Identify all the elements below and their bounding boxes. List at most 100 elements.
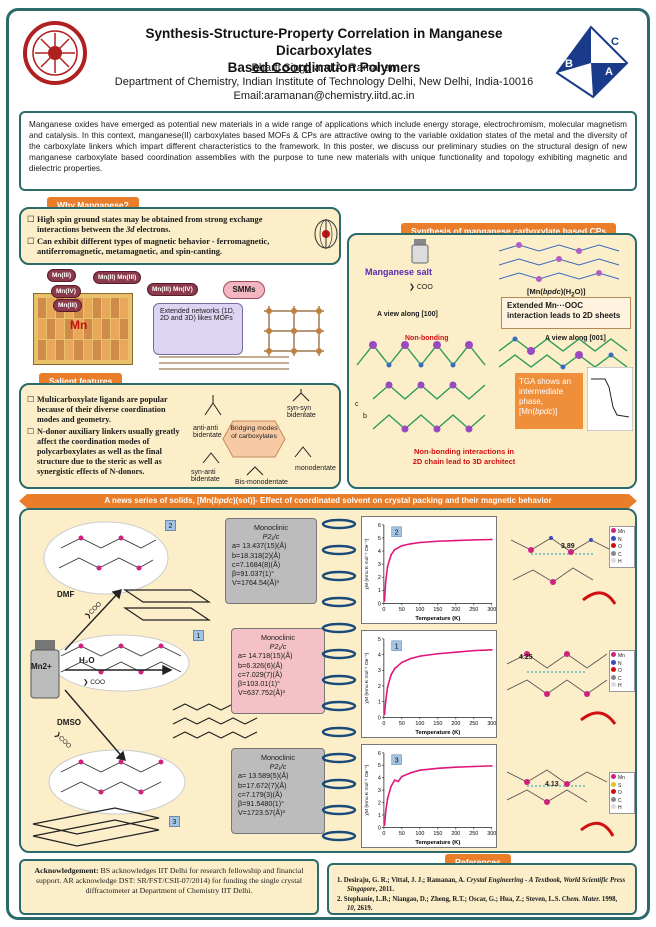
plot-badge-label: 3 [395,758,399,765]
data-point [390,674,392,676]
data-point [454,651,457,654]
layer-sketch-dmf [123,589,211,621]
reference-2: 2. Stephanie, L.B.; Niangao, D.; Zheng, … [337,896,618,912]
mn-vial-icon [30,640,60,699]
legend-entry-mn: Mn [611,774,633,782]
poster: Synthesis-Structure-Property Correlation… [6,8,650,920]
manganese-salt-label: Manganese salt [365,267,433,277]
mode-monodentate: monodentate [295,465,336,472]
non-bonding-label: Non-bonding [405,335,449,342]
data-point [400,661,403,664]
coordination-mode-sketches [202,389,312,476]
layer-sketch-dmso [32,807,160,847]
x-tick-label: 100 [415,721,424,727]
x-tick-label: 200 [451,831,460,837]
y-tick-label: 3 [378,562,381,568]
y-tick-label: 4 [378,653,381,659]
legend-entry-h: H [611,804,633,812]
x-tick-label: 150 [433,831,442,837]
data-point [384,581,387,584]
data-point [454,766,457,769]
legend-entry-mn: Mn [611,528,633,536]
solvent-h2o: H₂O [79,656,95,665]
distance-label-3: 4.13 [545,781,559,788]
y-tick-label: 3 [378,668,381,674]
packing-image-dmf [43,521,169,595]
y-tick-label: 1 [378,588,381,594]
reference-1: 1. Desiraju, G. R.; Vittal, J. J.; Raman… [337,877,626,893]
data-point [397,780,400,783]
data-point [490,538,493,541]
view-100-label: A view along [100] [377,311,438,318]
salient-features-panel: Multicarboxylate ligands are popular bec… [19,383,341,489]
svg-text:B: B [565,58,573,70]
nonbonding-3d-chains [372,381,486,433]
distance-label-1: 4.25 [519,654,533,661]
tga-plot [587,367,633,431]
legend-entry-c: C [611,796,633,805]
legend-swatch [611,528,616,533]
data-point [472,539,475,541]
legend-swatch [611,667,616,672]
data-point [384,700,387,703]
x-tick-label: 0 [382,607,385,613]
legend-swatch [611,659,616,665]
x-axis-label: Temperature (K) [415,730,460,736]
x-tick-label: 250 [469,607,478,613]
extended-interaction-box: Extended Mn···OOC interaction leads to 2… [501,297,631,329]
crystal-view-chains [356,336,628,370]
tga-box: TGA shows an intermediate phase, [Mn(bpd… [515,373,583,429]
synthesis-panel: Manganese salt ❯ COO [Mn(bpdc)(H2O)] Ext… [347,233,637,489]
structure-image-1 [506,651,617,725]
crystal-logo: B C A ❄ ❄ [555,25,629,99]
susceptibility-curve [383,538,492,601]
periodic-table-image: Mn [33,293,133,365]
y-tick-label: 2 [378,684,381,690]
first-author: Bharti Singh [251,62,312,74]
coo-h2o: ❯ COO [83,679,106,686]
lattice-params-1: Monoclinic P2₁/c a= 14.718(15)(Å) b=6.32… [231,628,325,714]
data-point [400,544,403,547]
legend-swatch [611,804,616,809]
legend-swatch [611,682,616,687]
department: Department of Chemistry, Indian Institut… [114,76,534,88]
salient-bullet-1: Multicarboxylate ligands are popular bec… [27,395,187,425]
data-point [490,648,493,651]
legend-swatch [611,796,616,802]
data-point [409,657,412,660]
nonbonding-caption: Non-bonding interactions in 2D chain lea… [412,447,516,466]
email: Email:aramanan@chemistry.iitd.ac.in [233,90,415,102]
acknowledgement: Acknowledgement: BS acknowledges IIT Del… [19,859,319,915]
data-point [393,779,396,782]
distance-label-2: 3.89 [561,543,575,550]
x-tick-label: 200 [451,607,460,613]
y-tick-label: 0 [378,825,381,831]
x-tick-label: 150 [433,721,442,727]
data-point [390,554,392,556]
structure-image-3 [506,769,615,837]
legend-entry-c: C [611,550,633,559]
x-tick-label: 250 [469,831,478,837]
poster-title: Synthesis-Structure-Property Correlation… [109,25,539,76]
x-tick-label: 0 [382,831,385,837]
legend-entry-h: H [611,682,633,690]
legend-entry-c: C [611,674,633,683]
svg-text:C: C [611,36,619,48]
lattice-params-2: Monoclinic P2₁/c a= 13.437(15)(Å) b=18.3… [225,518,317,604]
data-point [472,765,475,768]
data-point [390,785,392,788]
x-tick-label: 150 [433,607,442,613]
x-tick-label: 100 [415,831,424,837]
legend-swatch [611,535,616,541]
why-manganese-panel: High spin ground states may be obtained … [19,207,341,265]
solvent-arrows [64,589,173,761]
smm-badge: SMMs [223,281,265,299]
x-tick-label: 100 [415,607,424,613]
y-tick-label: 2 [378,575,381,581]
x-tick-label: 50 [399,721,405,727]
view-001-label: A view along [001] [545,335,606,342]
data-point [454,539,457,542]
data-point [393,667,396,670]
legend-swatch [611,774,616,779]
data-point [386,565,389,568]
